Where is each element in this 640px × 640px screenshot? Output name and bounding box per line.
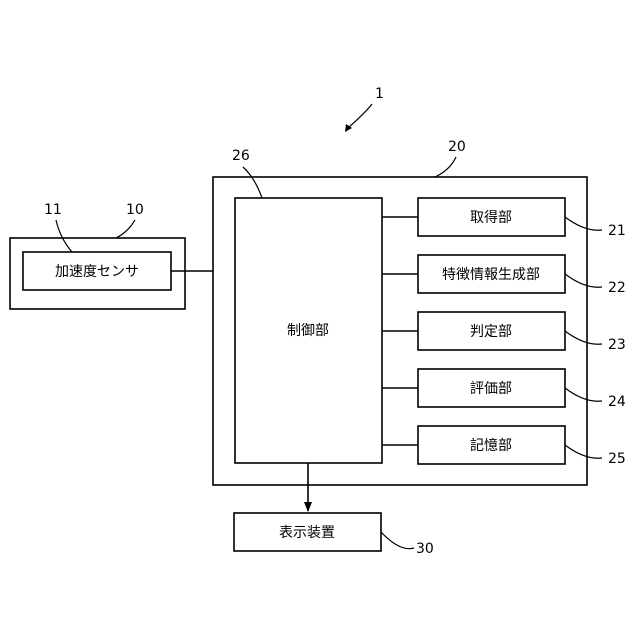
ref-display: 30 <box>416 541 434 557</box>
ref-processor: 20 <box>448 139 466 155</box>
sensor-device-leader <box>116 220 135 238</box>
display-leader <box>381 532 414 549</box>
ref-evaluation: 24 <box>608 394 626 410</box>
ref-sensor: 11 <box>44 202 62 218</box>
ref-judgment: 23 <box>608 337 626 353</box>
ref-control: 26 <box>232 148 250 164</box>
ref-system: 1 <box>375 86 384 102</box>
control-label: 制御部 <box>287 323 329 339</box>
ref-storage: 25 <box>608 451 626 467</box>
acquisition-label: 取得部 <box>470 209 512 226</box>
feature-gen-label: 特徴情報生成部 <box>442 267 540 283</box>
judgment-label: 判定部 <box>470 324 512 340</box>
display-label: 表示装置 <box>279 525 335 541</box>
processor-leader <box>435 157 456 177</box>
ref-feature-gen: 22 <box>608 280 626 296</box>
system-leader <box>348 104 372 128</box>
sensor-label: 加速度センサ <box>55 264 139 280</box>
evaluation-label: 評価部 <box>470 381 512 397</box>
storage-label: 記憶部 <box>470 437 512 454</box>
ref-acquisition: 21 <box>608 223 626 239</box>
ref-sensor-device: 10 <box>126 202 144 218</box>
